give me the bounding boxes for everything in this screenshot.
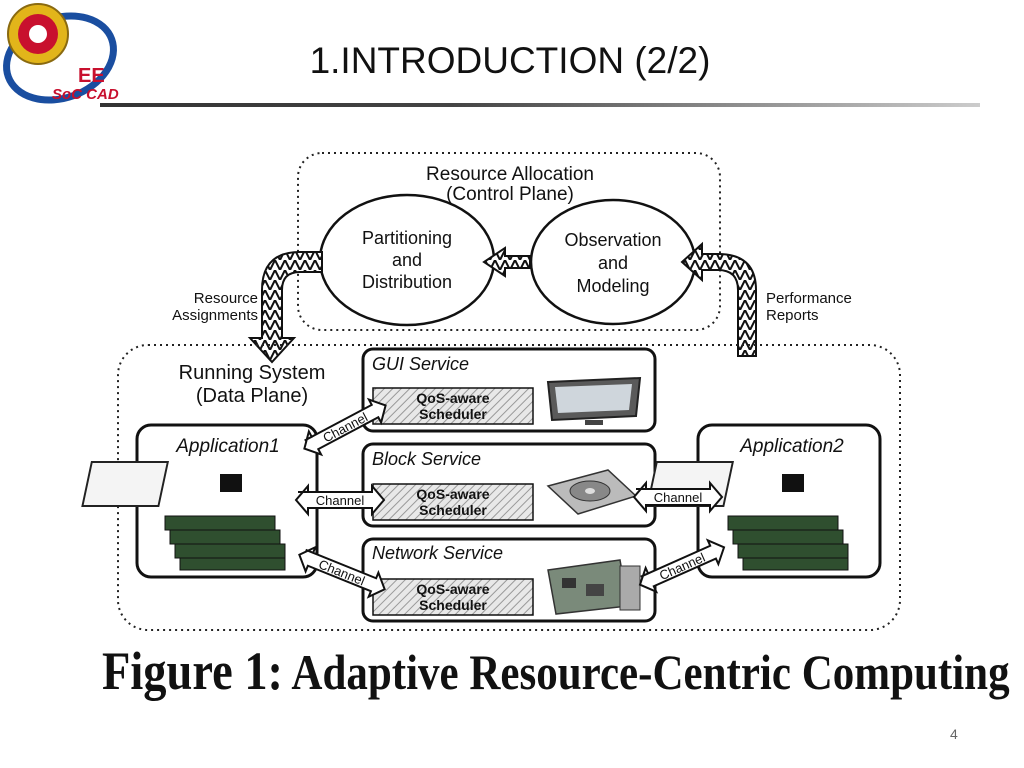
block-scheduler-label-1: QoS-aware — [416, 486, 489, 502]
network-scheduler-box — [372, 578, 534, 616]
performance-reports-label-2: Reports — [766, 307, 819, 324]
resource-assignments-label-2: Assignments — [172, 307, 258, 324]
partitioning-label-2: and — [392, 250, 422, 270]
channel-label: Channel — [316, 493, 365, 508]
network-service-box: Network Service QoS-aware Scheduler — [361, 537, 657, 623]
cpu-chip-icon — [81, 461, 242, 507]
network-scheduler-label-1: QoS-aware — [416, 581, 489, 597]
logo-soc-cad-text: SoC CAD — [52, 86, 119, 103]
observation-label-2: and — [598, 253, 628, 273]
block-service-box: Block Service QoS-aware Scheduler — [361, 442, 657, 528]
control-plane-label-2: (Control Plane) — [446, 184, 574, 205]
gui-service-label: GUI Service — [372, 354, 469, 374]
network-scheduler-label-2: Scheduler — [419, 597, 487, 613]
figure-caption: Figure 1: Adaptive Resource-Centric Comp… — [102, 640, 1010, 702]
gui-service-box: GUI Service QoS-aware Scheduler — [361, 347, 657, 433]
figure-caption-lead: Figure 1: — [102, 641, 284, 701]
resource-assignments-arrow — [247, 251, 323, 364]
resource-assignments-label-1: Resource — [194, 290, 258, 307]
figure-caption-text: Adaptive Resource-Centric Computing — [291, 644, 1010, 700]
data-plane-label-1: Running System — [179, 362, 326, 384]
observation-label-1: Observation — [564, 230, 661, 250]
title-underline — [100, 103, 980, 107]
block-service-label: Block Service — [372, 449, 481, 469]
partitioning-label-3: Distribution — [362, 272, 452, 292]
network-card-icon — [547, 559, 641, 615]
university-logo: EE SoC CAD — [3, 3, 119, 104]
hard-disk-icon — [546, 469, 638, 515]
gui-scheduler-box — [372, 387, 534, 425]
channel-label: Channel — [654, 490, 703, 505]
slide-title: 1.INTRODUCTION (2/2) — [309, 40, 711, 81]
observation-label-3: Modeling — [576, 276, 649, 296]
application1-label: Application1 — [175, 436, 280, 457]
control-plane-box — [297, 152, 721, 331]
data-plane-box — [117, 344, 901, 631]
control-plane-label-1: Resource Allocation — [426, 164, 594, 185]
performance-reports-label-1: Performance — [766, 290, 852, 307]
block-scheduler-box — [372, 483, 534, 521]
channel-label: Channel — [317, 556, 368, 588]
channel-label: Channel — [320, 409, 370, 445]
application2-label: Application2 — [739, 436, 844, 457]
network-service-label: Network Service — [372, 543, 503, 563]
data-plane-label-2: (Data Plane) — [196, 385, 308, 407]
channel-block-app2: Channel — [632, 480, 724, 514]
block-scheduler-label-2: Scheduler — [419, 502, 487, 518]
channel-app1-block: Channel — [294, 483, 386, 517]
logo-ee-text: EE — [78, 65, 105, 87]
monitor-icon — [546, 376, 642, 425]
page-number: 4 — [950, 726, 958, 742]
observation-to-partitioning-arrow — [482, 246, 531, 278]
gui-scheduler-label-1: QoS-aware — [416, 390, 489, 406]
gui-scheduler-label-2: Scheduler — [419, 406, 487, 422]
partitioning-label-1: Partitioning — [362, 228, 452, 248]
application1-box: Application1 — [81, 423, 319, 579]
performance-reports-arrow — [680, 241, 757, 357]
channel-label: Channel — [657, 550, 707, 583]
memory-modules-icon — [164, 515, 286, 571]
memory-modules-icon-2 — [727, 515, 849, 571]
